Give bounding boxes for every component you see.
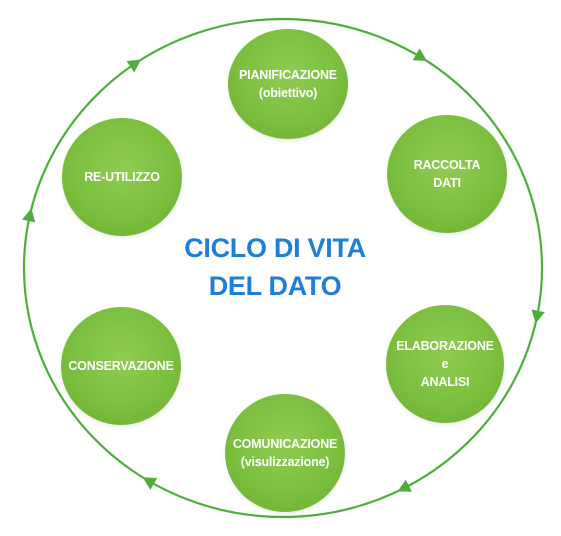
diagram-title-line-1: CICLO DI VITA: [184, 233, 366, 263]
stage-comunicazione-label: COMUNICAZIONE (visulizzazione): [232, 435, 338, 471]
stage-raccolta-dati-line-2: DATI: [433, 176, 461, 190]
stage-comunicazione-line-1: COMUNICAZIONE: [232, 437, 338, 451]
stage-comunicazione-line-2: (visulizzazione): [240, 455, 330, 469]
stage-conservazione-line-1: CONSERVAZIONE: [68, 359, 174, 373]
stage-elaborazione-analisi: ELABORAZIONE e ANALISI: [386, 305, 504, 423]
stage-raccolta-dati: RACCOLTA DATI: [387, 115, 507, 233]
flow-arrow-6: [21, 208, 36, 223]
diagram-title-line-2: DEL DATO: [208, 271, 342, 301]
stage-raccolta-dati-label: RACCOLTA DATI: [414, 156, 481, 192]
stage-raccolta-dati-line-1: RACCOLTA: [413, 158, 481, 172]
stage-re-utilizzo: RE-UTILIZZO: [62, 118, 182, 236]
diagram-title: CICLO DI VITA DEL DATO: [150, 229, 400, 305]
stage-comunicazione: COMUNICAZIONE (visulizzazione): [225, 394, 345, 512]
stage-pianificazione-line-2: (obiettivo): [258, 86, 318, 100]
flow-arrow-4: [397, 479, 412, 492]
flow-arrow-1: [126, 59, 142, 73]
stage-pianificazione-line-1: PIANIFICAZIONE: [239, 68, 337, 82]
flow-arrow-2: [412, 48, 428, 61]
stage-pianificazione: PIANIFICAZIONE (obiettivo): [228, 29, 348, 139]
stage-conservazione-label: CONSERVAZIONE: [68, 357, 173, 375]
stage-elaborazione-analisi-line-3: ANALISI: [420, 375, 470, 389]
stage-elaborazione-analisi-label: ELABORAZIONE e ANALISI: [396, 337, 494, 391]
flow-arrow-3: [531, 309, 545, 324]
stage-conservazione: CONSERVAZIONE: [61, 307, 181, 425]
cycle-ring-path: [22, 17, 544, 519]
stage-elaborazione-analisi-line-1: ELABORAZIONE: [396, 339, 494, 353]
stage-re-utilizzo-line-1: RE-UTILIZZO: [84, 170, 160, 184]
stage-re-utilizzo-label: RE-UTILIZZO: [84, 168, 160, 186]
flow-arrow-5: [142, 477, 158, 490]
stage-elaborazione-analisi-line-2: e: [441, 357, 449, 371]
stage-pianificazione-label: PIANIFICAZIONE (obiettivo): [239, 66, 337, 102]
